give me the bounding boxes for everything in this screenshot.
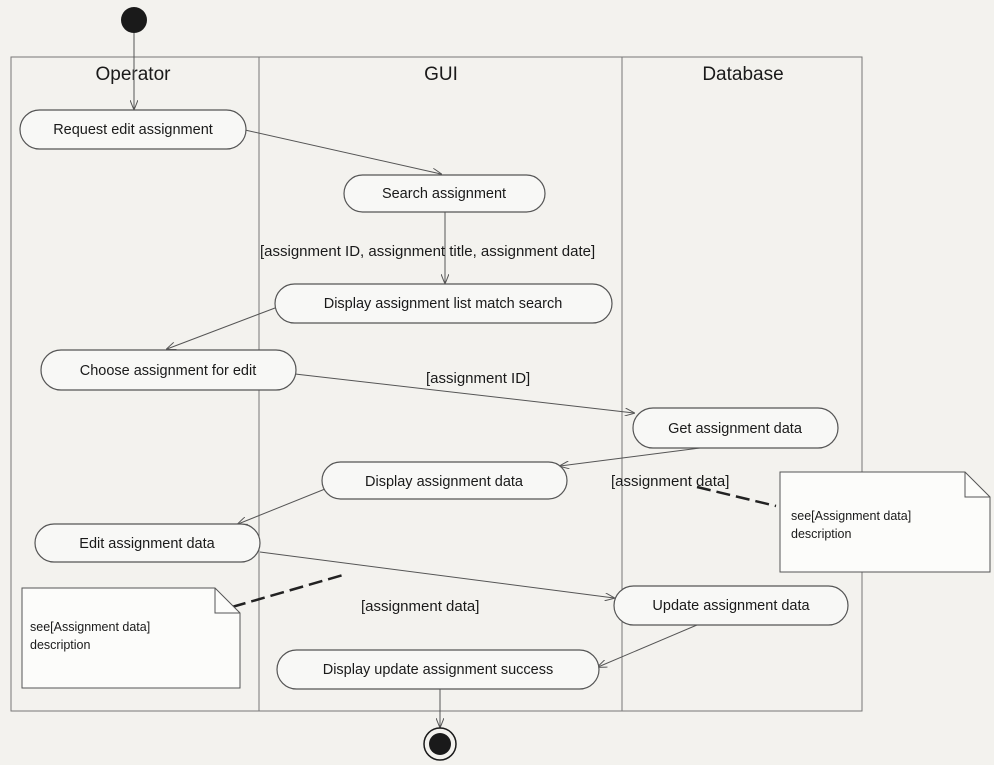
- note-left-line1: see[Assignment data]: [30, 620, 150, 634]
- note-anchor-left: [231, 573, 344, 609]
- guard-assignment-data-edit: [assignment data]: [361, 598, 479, 615]
- activity-request-edit-label: Request edit assignment: [53, 122, 213, 138]
- note-right: see[Assignment data] description: [779, 471, 991, 573]
- note-right-line2: description: [791, 527, 851, 541]
- activity-get-data-label: Get assignment data: [668, 421, 803, 437]
- guard-search-criteria: [assignment ID, assignment title, assign…: [260, 243, 595, 260]
- guard-assignment-data-db: [assignment data]: [611, 473, 729, 490]
- activity-update-data-label: Update assignment data: [652, 598, 810, 614]
- flow-request-to-search: [244, 129, 441, 174]
- lane-title-operator: Operator: [96, 64, 172, 85]
- flow-edit-to-update: [259, 551, 614, 598]
- swimlane-frame: [10, 56, 863, 712]
- activity-display-list-label: Display assignment list match search: [324, 296, 563, 312]
- activity-display-success-label: Display update assignment success: [323, 662, 554, 678]
- lane-title-gui: GUI: [424, 64, 458, 85]
- activity-display-success: Display update assignment success: [276, 649, 600, 690]
- activity-search-label: Search assignment: [382, 186, 506, 202]
- initial-node: [121, 7, 147, 33]
- activity-display-list: Display assignment list match search: [274, 283, 613, 324]
- activity-search: Search assignment: [343, 174, 546, 213]
- note-anchor-right: [696, 485, 777, 508]
- activity-display-data: Display assignment data: [321, 461, 568, 500]
- activity-choose: Choose assignment for edit: [40, 349, 297, 391]
- flow-display-list-to-choose: [167, 307, 276, 349]
- flow-choose-to-get-data: [294, 373, 634, 413]
- activity-choose-label: Choose assignment for edit: [80, 363, 257, 379]
- note-right-line1: see[Assignment data]: [791, 509, 911, 523]
- note-left: see[Assignment data] description: [21, 587, 241, 689]
- activity-edit-data-label: Edit assignment data: [79, 536, 215, 552]
- activity-get-data: Get assignment data: [632, 407, 839, 449]
- note-left-line2: description: [30, 638, 90, 652]
- activity-update-data: Update assignment data: [613, 585, 849, 626]
- flow-get-data-to-display-data: [560, 447, 701, 466]
- flow-update-to-display-success: [598, 624, 698, 667]
- activity-edit-data: Edit assignment data: [34, 523, 261, 563]
- flow-display-data-to-edit: [238, 486, 331, 524]
- lane-title-database: Database: [702, 64, 783, 85]
- guard-assignment-id: [assignment ID]: [426, 370, 530, 387]
- activity-request-edit: Request edit assignment: [19, 109, 247, 150]
- final-node: [423, 727, 457, 761]
- activity-display-data-label: Display assignment data: [365, 474, 524, 490]
